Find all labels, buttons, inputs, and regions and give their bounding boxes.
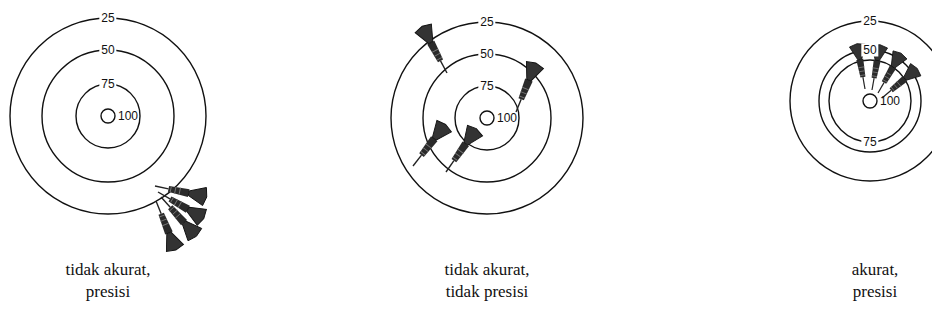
ring-value: 25 <box>861 15 878 28</box>
caption-text: tidak akurat, tidak presisi <box>442 259 532 303</box>
bullseye-value: 100 <box>879 95 901 108</box>
ring-value: 25 <box>99 12 116 25</box>
ring-value: 50 <box>99 44 116 57</box>
caption-text: tidak akurat, presisi <box>63 259 153 303</box>
ring-value: 75 <box>861 136 878 149</box>
darts <box>147 22 922 254</box>
caption-text: akurat, presisi <box>830 259 920 303</box>
ring-value: 25 <box>478 16 495 29</box>
ring-value: 75 <box>99 78 116 91</box>
bullseye-value: 100 <box>117 110 139 123</box>
bullseye-value: 100 <box>496 112 518 125</box>
ring-value: 75 <box>478 80 495 93</box>
ring-value: 50 <box>478 48 495 61</box>
ring-value: 50 <box>861 44 878 57</box>
